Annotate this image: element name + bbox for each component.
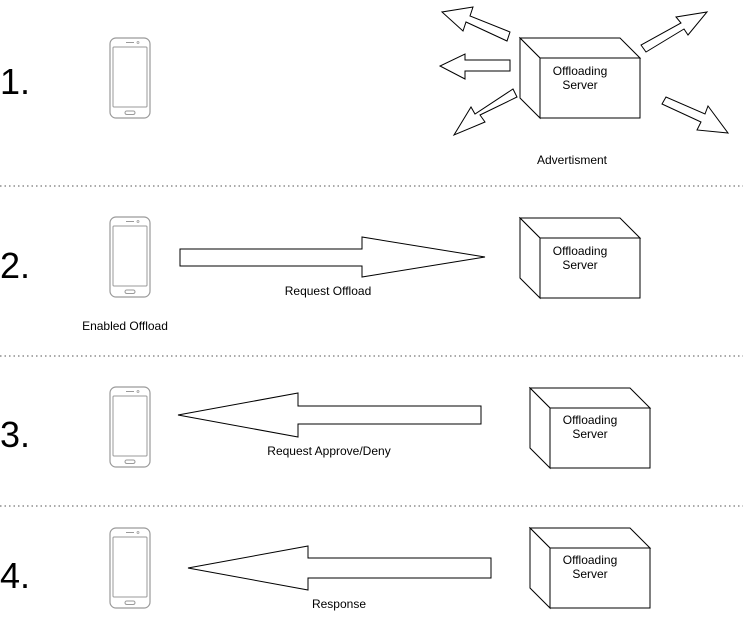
server-label-line2: Server: [562, 258, 597, 272]
server-label-line2: Server: [562, 78, 597, 92]
smartphone-icon: [109, 216, 151, 298]
server-box-icon: [528, 526, 652, 610]
step-3-number: 3.: [0, 414, 30, 455]
server-label-line2: Server: [572, 427, 607, 441]
step-2-number: 2.: [0, 245, 30, 286]
request-offload-arrow-icon: [179, 236, 486, 278]
step-2: 2. Enabled Offload Request Offload Offlo…: [0, 216, 642, 333]
request-offload-caption: Request Offload: [285, 284, 372, 298]
broadcast-arrow-upper-right-icon: [640, 11, 709, 53]
broadcast-arrow-left-icon: [438, 53, 511, 80]
step-1: 1. Offloading Server Advertisment: [0, 6, 730, 167]
smartphone-icon: [109, 37, 151, 119]
smartphone-icon: [109, 386, 151, 468]
broadcast-arrow-lower-left-icon: [452, 88, 518, 137]
broadcast-arrow-upper-left-icon: [440, 6, 511, 42]
broadcast-arrow-lower-right-icon: [661, 96, 730, 134]
server-label-line1: Offloading: [563, 413, 618, 427]
server-label-line1: Offloading: [553, 244, 608, 258]
response-caption: Response: [312, 597, 366, 611]
server-label-line1: Offloading: [563, 553, 618, 567]
response-arrow-icon: [187, 545, 492, 591]
smartphone-icon: [109, 527, 151, 609]
server-label-line2: Server: [572, 567, 607, 581]
step-4-number: 4.: [0, 555, 30, 596]
advertisement-caption: Advertisment: [537, 153, 608, 167]
server-label-line1: Offloading: [553, 64, 608, 78]
server-box-icon: [528, 386, 652, 470]
request-approve-deny-arrow-icon: [177, 392, 482, 438]
step-1-number: 1.: [0, 61, 30, 102]
enabled-offload-caption: Enabled Offload: [82, 319, 168, 333]
server-box-icon: [518, 216, 642, 300]
step-4: 4. Response Offloading Server: [0, 526, 652, 611]
request-approve-deny-caption: Request Approve/Deny: [267, 444, 390, 458]
server-box-icon: [518, 36, 642, 120]
step-3: 3. Request Approve/Deny Offloading Serve…: [0, 386, 652, 470]
